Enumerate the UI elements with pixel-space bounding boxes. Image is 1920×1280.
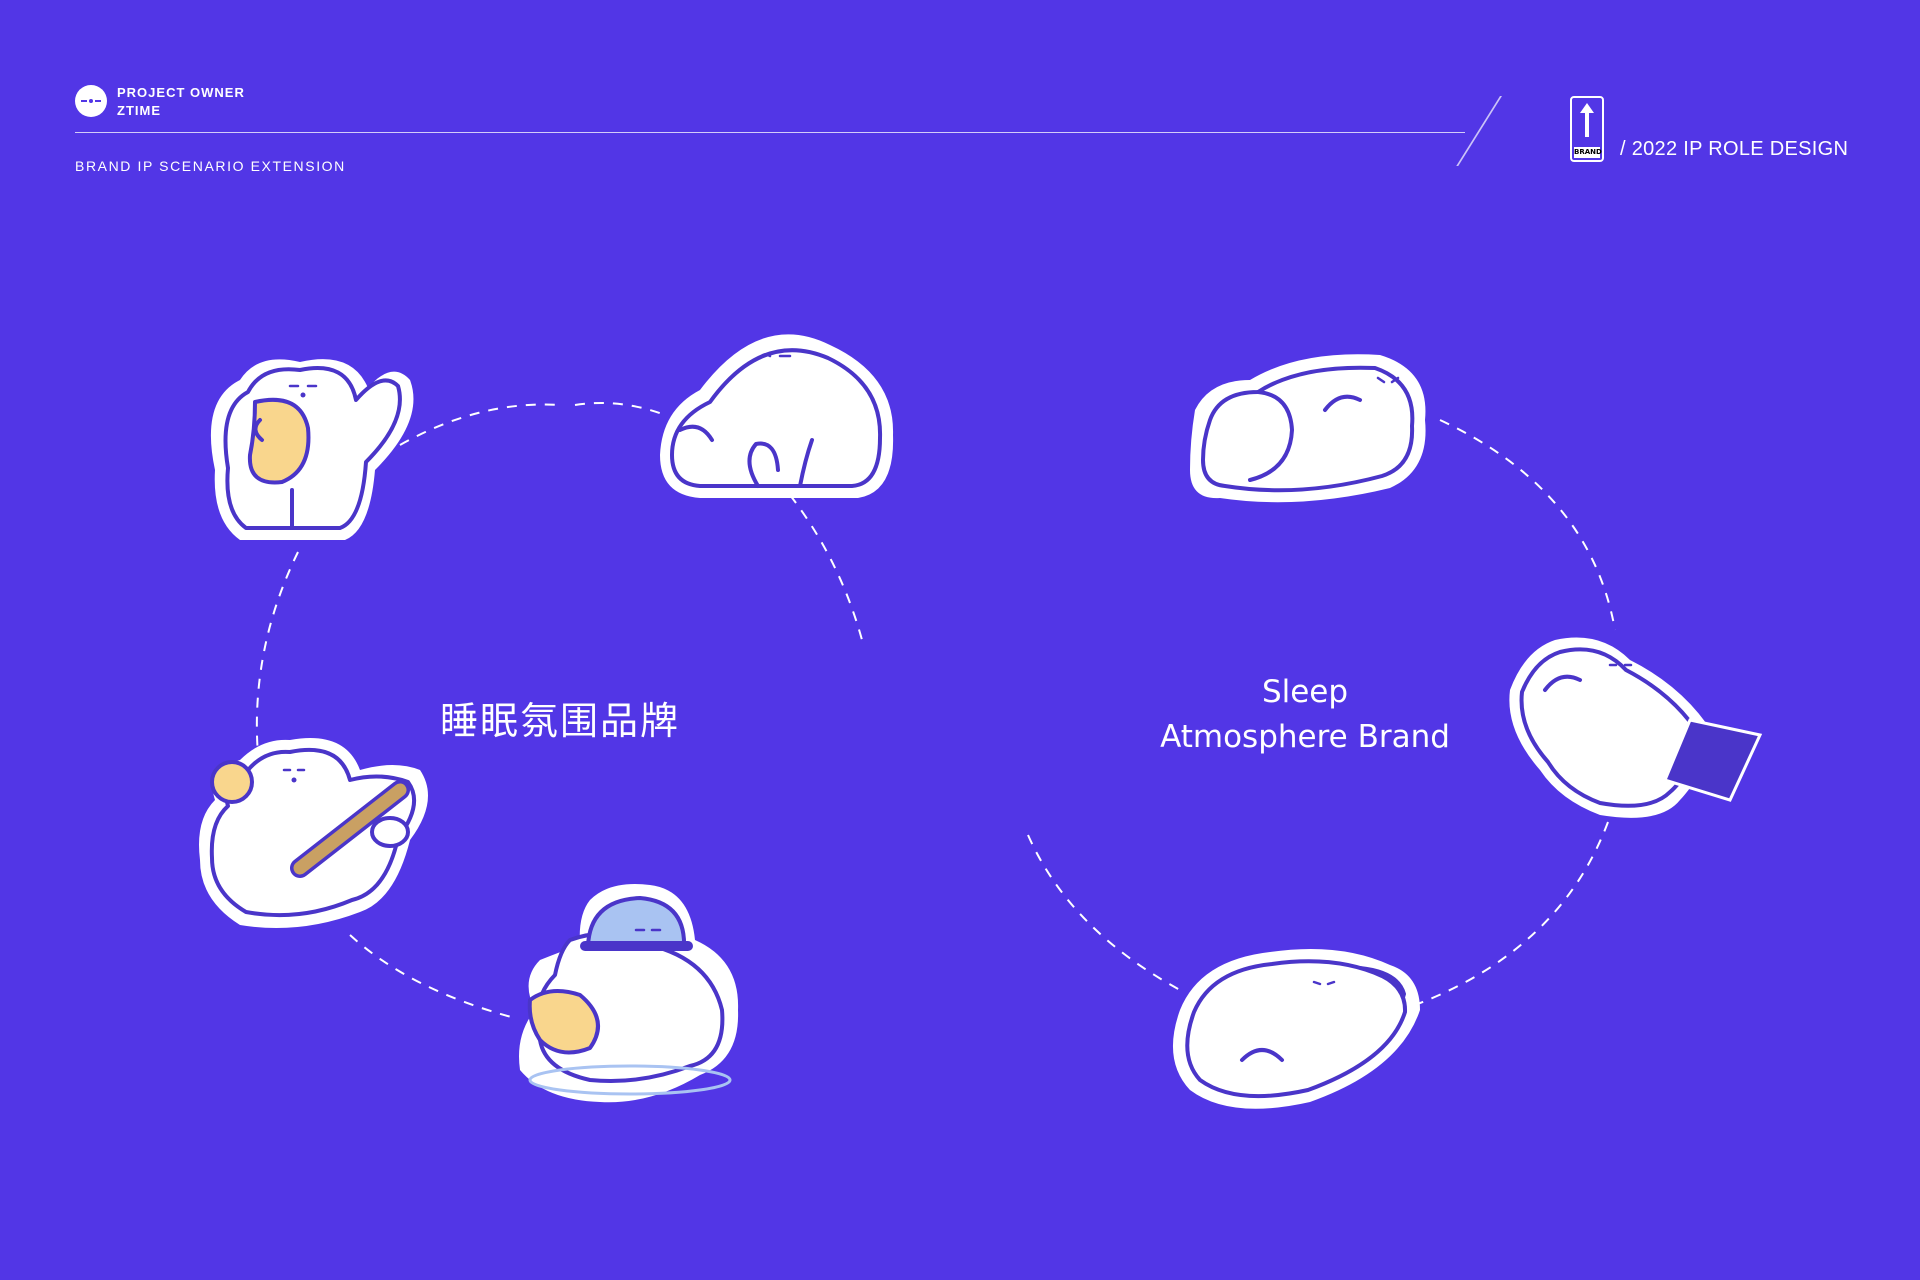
bear-lying-cloud-sticker (660, 334, 894, 498)
bear-holding-pillow-sticker (210, 359, 414, 540)
project-owner-label: PROJECT OWNER (117, 85, 245, 100)
en-title-line2: Atmosphere Brand (1160, 719, 1450, 755)
brand-logo-icon (75, 85, 107, 117)
bear-with-helmet-sticker (519, 884, 739, 1103)
en-title-line1: Sleep (1261, 674, 1349, 710)
page-subtitle: BRAND IP SCENARIO EXTENSION (75, 158, 346, 174)
arrow-up-icon (1580, 103, 1594, 137)
cn-brand-title: 睡眠氛围品牌 (440, 699, 681, 743)
header-divider (75, 132, 1465, 133)
brand-badge: BRAND (1570, 96, 1604, 162)
year-title: / 2022 IP ROLE DESIGN (1620, 138, 1849, 160)
bear-sleeping-on-back-sticker (1190, 354, 1426, 503)
project-owner: PROJECT OWNER ZTIME (117, 84, 245, 120)
brand-badge-label: BRAND (1574, 147, 1602, 158)
dashed-loop-right (1027, 419, 1616, 1006)
bear-with-bat-sticker (199, 738, 428, 929)
dashed-loop-left (255, 401, 863, 1019)
bear-with-book-sticker (1509, 637, 1763, 818)
bear-lying-on-pillow-sticker (1172, 948, 1420, 1109)
en-brand-title: Sleep Atmosphere Brand (1090, 670, 1520, 760)
project-owner-name: ZTIME (117, 103, 161, 118)
